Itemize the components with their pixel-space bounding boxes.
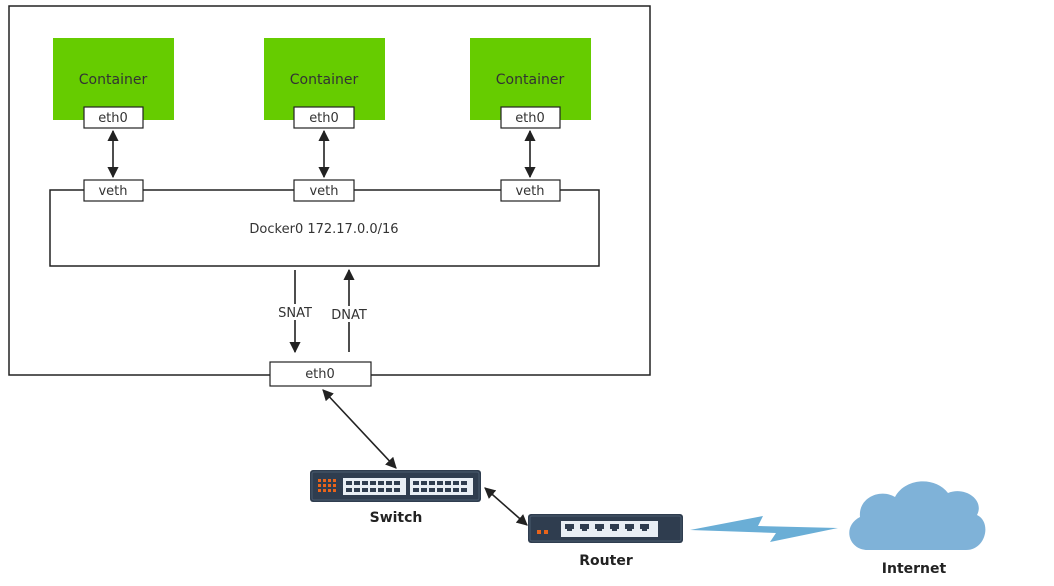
- router-label: Router: [579, 553, 633, 569]
- switch-device: [310, 470, 481, 502]
- dnat-label: DNAT: [331, 308, 367, 323]
- veth-port: [83, 179, 144, 202]
- container-2: Container eth0 veth: [264, 38, 385, 202]
- eth0-label: eth0: [98, 111, 128, 126]
- bridge-label: Docker0 172.17.0.0/16: [249, 222, 398, 237]
- router-led-icon: [537, 530, 548, 534]
- switch-label: Switch: [370, 510, 423, 526]
- container-box: [53, 38, 174, 120]
- snat-label: SNAT: [278, 306, 312, 321]
- host-eth0-port: [269, 361, 372, 387]
- veth-port: [500, 179, 561, 202]
- switch-ports-right: [410, 478, 473, 495]
- container-label: Container: [496, 72, 565, 88]
- switch-led-icon: [318, 479, 336, 492]
- switch-ports-left: [343, 478, 406, 495]
- eth0-port: [293, 106, 355, 129]
- container-box: [264, 38, 385, 120]
- veth-label: veth: [98, 184, 127, 199]
- host-eth0-label: eth0: [305, 367, 335, 382]
- container-label: Container: [290, 72, 359, 88]
- internet-label: Internet: [882, 561, 947, 577]
- veth-label: veth: [309, 184, 338, 199]
- container-box: [470, 38, 591, 120]
- container-label: Container: [79, 72, 148, 88]
- eth0-port: [500, 106, 561, 129]
- container-1: Container eth0 veth: [53, 38, 174, 202]
- lightning-link-icon: [690, 516, 838, 542]
- eth0-label: eth0: [515, 111, 545, 126]
- eth0-label: eth0: [309, 111, 339, 126]
- container-3: Container eth0 veth: [470, 38, 591, 202]
- eth0-port: [83, 106, 144, 129]
- veth-port: [293, 179, 355, 202]
- switch-router-link: [484, 487, 528, 526]
- router-device: [528, 514, 683, 543]
- cloud-icon: [849, 481, 986, 550]
- veth-label: veth: [515, 184, 544, 199]
- host-switch-link: [322, 389, 397, 469]
